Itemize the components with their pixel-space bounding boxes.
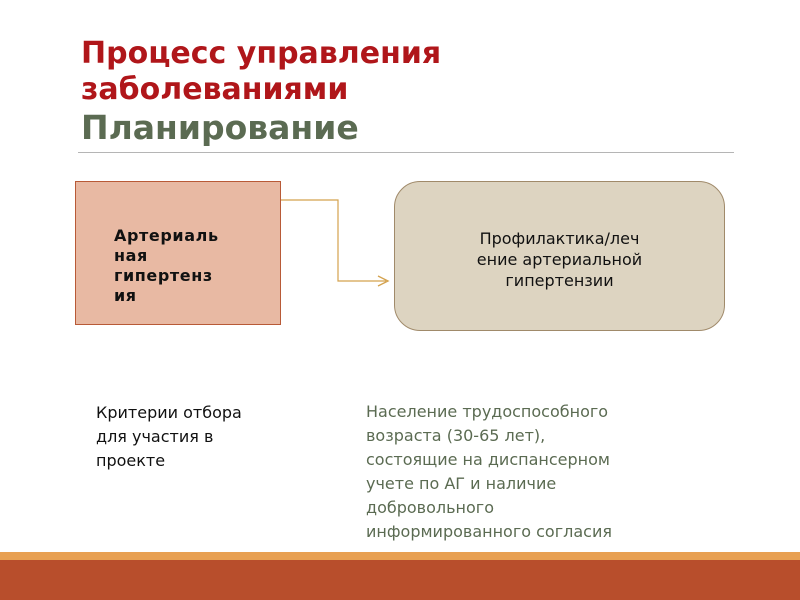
arrowhead-icon xyxy=(377,275,390,287)
source-box-line: гипертенз xyxy=(114,266,213,285)
source-box-label: Артериаль ная гипертенз ия xyxy=(114,226,254,306)
slide-title-line-2: заболеваниями xyxy=(81,72,349,107)
target-box-label: Профилактика/леч ение артериальной гипер… xyxy=(394,228,725,291)
target-box xyxy=(394,181,725,331)
source-box-line: Артериаль xyxy=(114,226,219,245)
slide-subtitle: Планирование xyxy=(81,108,359,147)
criteria-value-line: возраста (30-65 лет), xyxy=(366,426,546,445)
criteria-label-line: для участия в xyxy=(96,427,214,446)
source-box xyxy=(75,181,281,325)
footer-band-light xyxy=(0,552,800,560)
slide-title-line-1: Процесс управления xyxy=(81,36,442,71)
criteria-label: Критерии отбора для участия в проекте xyxy=(96,401,296,473)
target-box-line: гипертензии xyxy=(505,271,614,290)
target-box-line: Профилактика/леч xyxy=(479,229,640,248)
connector-line xyxy=(281,199,386,282)
criteria-value-line: учете по АГ и наличие xyxy=(366,474,557,493)
footer-band-dark xyxy=(0,560,800,600)
criteria-label-line: Критерии отбора xyxy=(96,403,242,422)
criteria-value-line: информированного согласия xyxy=(366,522,612,541)
criteria-label-line: проекте xyxy=(96,451,166,470)
criteria-value-line: добровольного xyxy=(366,498,494,517)
title-divider xyxy=(78,152,734,153)
criteria-value-line: Население трудоспособного xyxy=(366,402,609,421)
target-box-line: ение артериальной xyxy=(476,250,643,269)
source-box-line: ия xyxy=(114,286,137,305)
criteria-value: Население трудоспособного возраста (30-6… xyxy=(366,400,726,568)
source-box-line: ная xyxy=(114,246,148,265)
criteria-value-line: состоящие на диспансерном xyxy=(366,450,610,469)
